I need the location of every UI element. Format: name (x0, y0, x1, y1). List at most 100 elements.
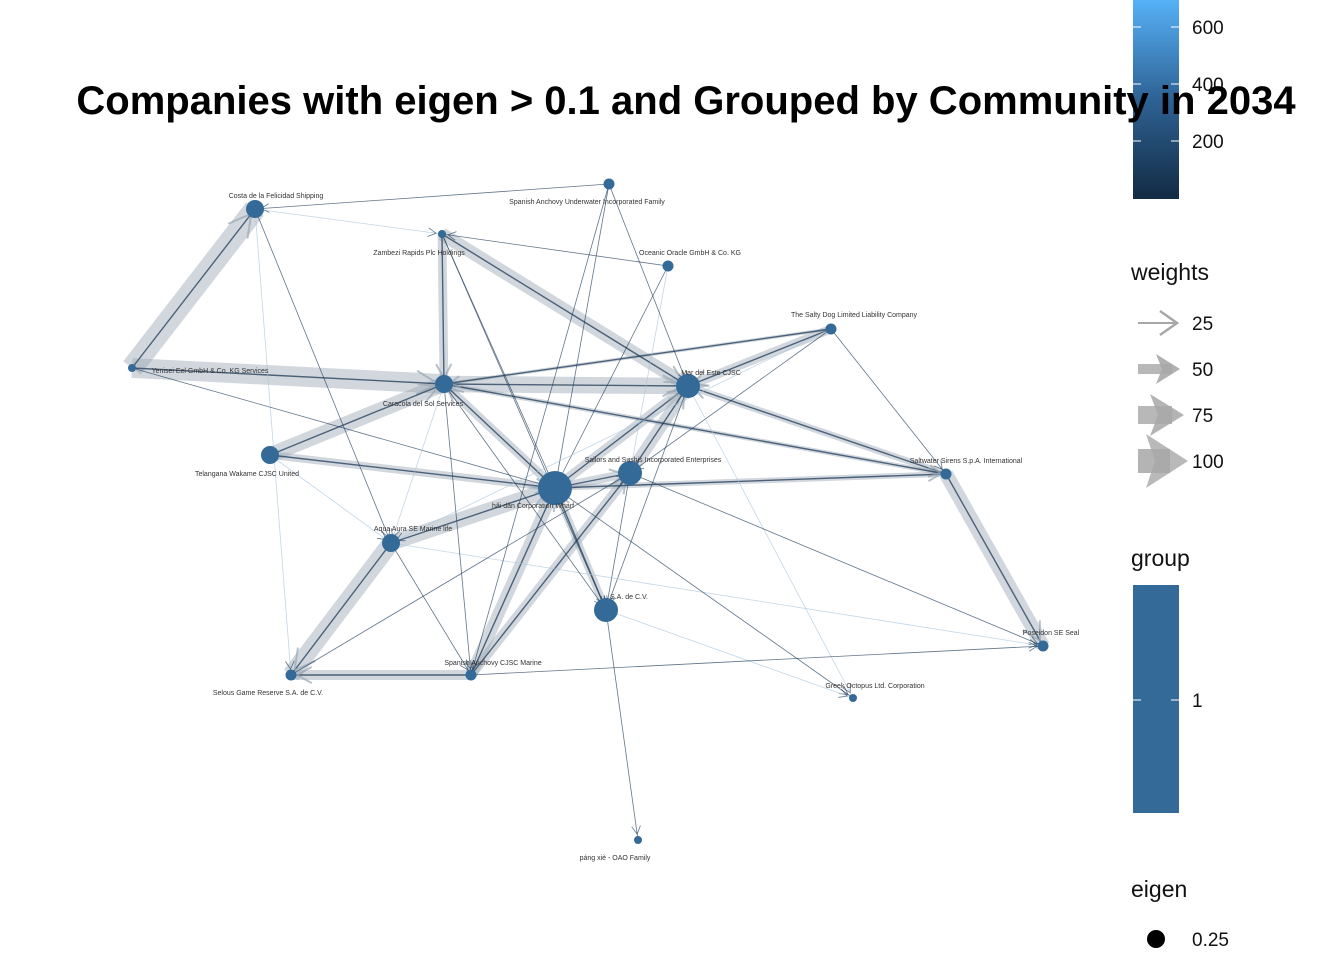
edge-line (390, 328, 832, 544)
weight-key-label: 50 (1192, 360, 1213, 381)
node-selous[interactable] (285, 669, 297, 681)
node-salty[interactable] (825, 323, 837, 335)
weight-key-arrow (1138, 309, 1180, 337)
colorbar (1133, 0, 1179, 199)
edge-line (254, 183, 610, 210)
group-legend: group 1 (1131, 545, 1203, 813)
edge-line (554, 265, 669, 489)
node-label-aqua: Aqua Aura SE Marine life (374, 526, 452, 533)
edge-line (443, 383, 947, 475)
edge-arrowhead (631, 825, 641, 835)
node-label-sa: S.A. de C.V. (610, 594, 648, 601)
edge-arrowhead (470, 660, 480, 671)
edge-line (830, 328, 947, 475)
node-label-salty: The Salty Dog Limited Liability Company (791, 312, 918, 319)
edge-line (687, 385, 854, 699)
edge-line (269, 454, 556, 489)
node-label-pang: páng xiè - OAO Family (580, 855, 651, 862)
edge-line (290, 472, 631, 676)
edge-line (131, 367, 556, 489)
node-label-hai: hǎi dǎn Corporation Wharf (492, 503, 574, 510)
edge-arrowhead (459, 660, 469, 671)
node-label-poseidon: Poseidon SE Seal (1023, 630, 1080, 637)
node-pang[interactable] (634, 836, 642, 844)
group-legend-title: group (1131, 545, 1190, 571)
edge-line (470, 645, 1044, 676)
edge-line (605, 609, 639, 841)
node-spanish_under[interactable] (603, 178, 615, 190)
node-sa[interactable] (594, 598, 618, 622)
edge-arrowhead (927, 467, 943, 482)
edge-line (443, 383, 689, 387)
edge-arrowhead (838, 688, 849, 698)
weights-legend: weights 25 50 75 100 (1130, 259, 1224, 488)
weight-key-label: 75 (1192, 406, 1213, 427)
edge-line (945, 473, 1044, 647)
edge-line (554, 183, 610, 489)
node-label-telangana: Telangana Wakame CJSC United (195, 471, 299, 478)
node-sailors[interactable] (618, 461, 642, 485)
edge-arrowhead (927, 464, 943, 478)
edge-arrowhead (1028, 641, 1038, 652)
node-label-saltwater: Saltwater Sirens S.p.A. International (910, 458, 1023, 465)
edge-line (254, 208, 443, 235)
edge-line (605, 385, 689, 611)
edge-line (443, 383, 472, 676)
edge-line (441, 233, 445, 385)
edge-line (687, 385, 947, 475)
colorbar-legend: 600 400 200 (1133, 0, 1224, 199)
weight-key-arrow (1138, 394, 1184, 436)
node-label-sailors: Sailors and Sushis Incorporated Enterpri… (585, 457, 722, 464)
group-key-label: 1 (1192, 691, 1203, 712)
edge-arrowhead (1028, 639, 1038, 649)
node-label-caracola: Caracola del Sol Services (383, 401, 464, 408)
edge-line (470, 183, 610, 676)
edge-line (629, 385, 689, 474)
edge-line (443, 383, 556, 489)
edge-line (290, 542, 392, 676)
edge-line (605, 472, 631, 611)
node-label-selous: Selous Game Reserve S.A. de C.V. (213, 690, 323, 697)
edge-line (131, 367, 445, 385)
edge-line (443, 383, 607, 611)
node-costa[interactable] (246, 200, 264, 218)
eigen-key-label: 0.25 (1192, 930, 1229, 951)
node-oceanic[interactable] (662, 260, 674, 272)
node-aqua[interactable] (382, 534, 400, 552)
node-caracola[interactable] (435, 375, 453, 393)
edge-lines (131, 183, 1044, 841)
edge-weight-halos (123, 202, 1050, 681)
edge-line (441, 233, 689, 387)
node-label-costa: Costa de la Felicidad Shipping (229, 193, 324, 200)
edge-line (608, 183, 689, 387)
node-label-greek: Greek Octopus Ltd. Corporation (825, 683, 924, 690)
node-label-zambezi: Zambezi Rapids Plc Holdings (373, 250, 465, 257)
node-zambezi[interactable] (438, 230, 446, 238)
edge-line (441, 233, 669, 267)
eigen-key-dot (1147, 930, 1165, 948)
chart-title: Companies with eigen > 0.1 and Grouped b… (76, 79, 1296, 123)
node-spanish_cjsc[interactable] (465, 669, 477, 681)
edge-line (629, 328, 832, 474)
edge-arrowhead (294, 666, 313, 684)
weights-legend-title: weights (1130, 259, 1209, 285)
node-yenisei[interactable] (128, 364, 136, 372)
colorbar-tick-label: 600 (1192, 18, 1224, 39)
node-greek[interactable] (849, 694, 857, 702)
edge-line (269, 383, 445, 456)
edge-line (390, 542, 472, 676)
node-hai[interactable] (538, 471, 572, 505)
edge-arrowhead (293, 647, 316, 672)
edge-line (554, 487, 854, 699)
edge-line (390, 383, 445, 544)
eigen-legend: eigen 0.25 (1131, 876, 1229, 951)
edge-line (605, 609, 854, 699)
edge-line (687, 328, 832, 387)
node-telangana[interactable] (261, 446, 279, 464)
node-saltwater[interactable] (940, 468, 952, 480)
edge-line (470, 472, 631, 676)
edge-line (254, 208, 392, 544)
node-poseidon[interactable] (1037, 640, 1049, 652)
node-mar[interactable] (676, 374, 700, 398)
